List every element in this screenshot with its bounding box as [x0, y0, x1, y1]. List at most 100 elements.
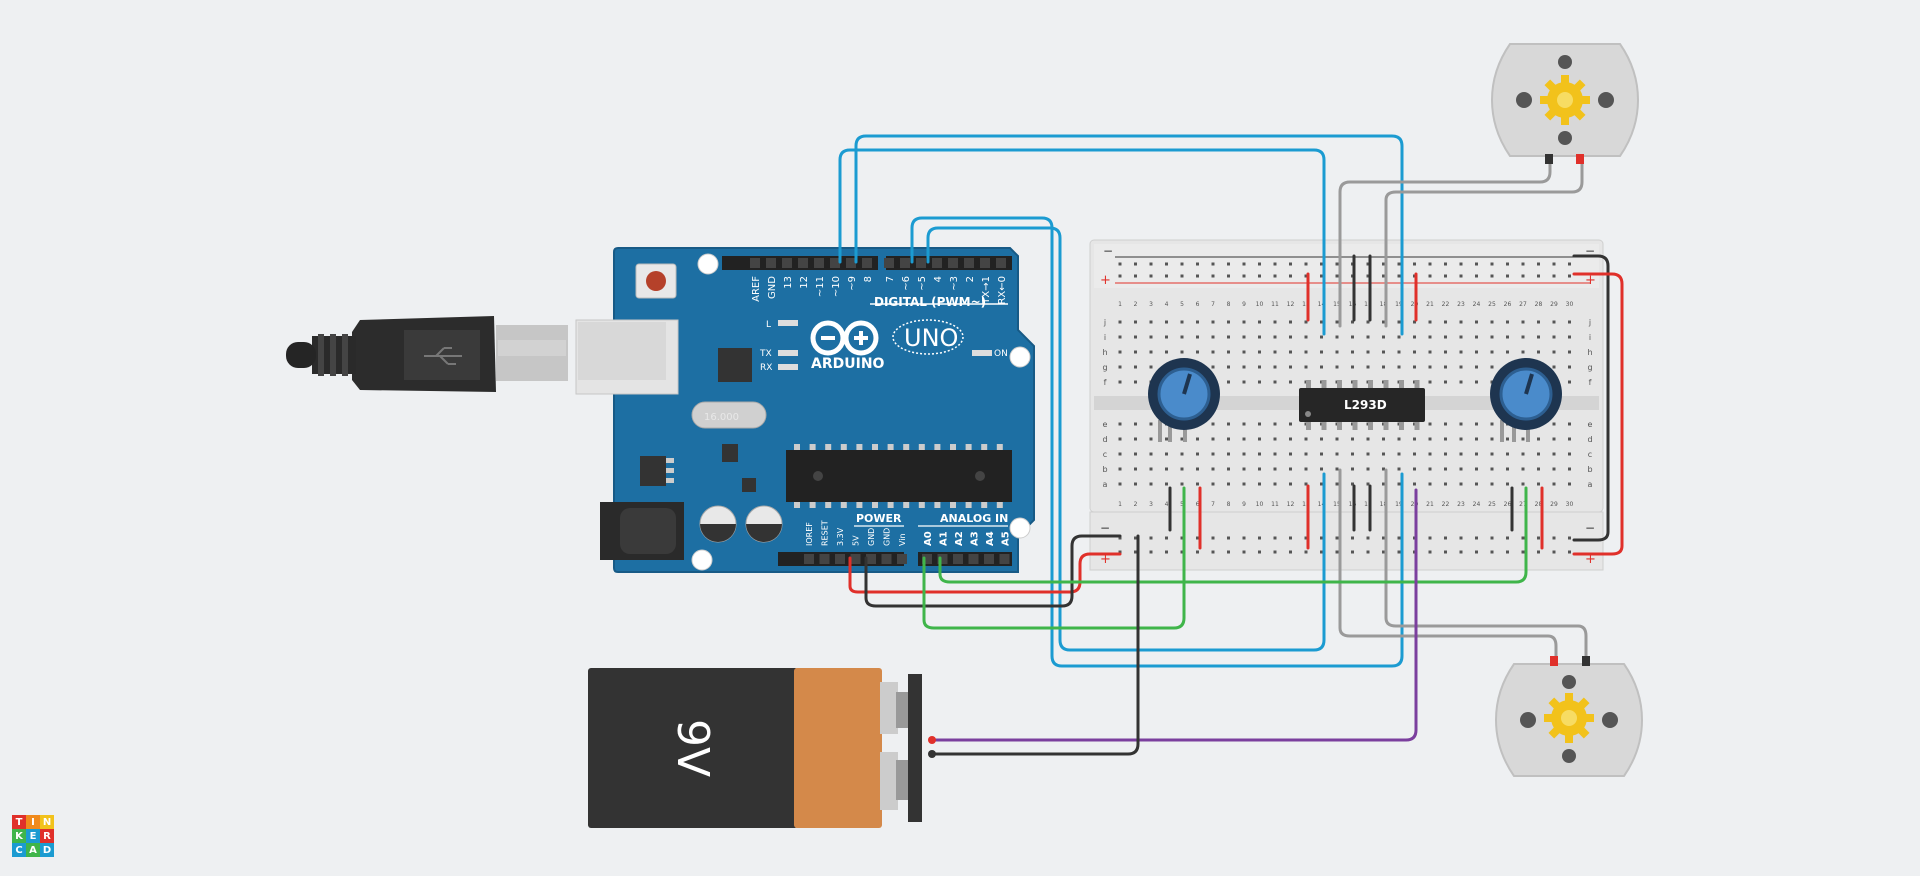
rail-hole[interactable] — [1165, 262, 1168, 266]
breadboard-hole[interactable] — [1506, 320, 1509, 324]
breadboard-hole[interactable] — [1366, 437, 1370, 441]
breadboard-hole[interactable] — [1428, 452, 1432, 456]
breadboard-hole[interactable] — [1134, 350, 1137, 354]
breadboard-hole[interactable] — [1320, 320, 1323, 324]
breadboard-hole[interactable] — [1211, 365, 1215, 369]
breadboard-hole[interactable] — [1134, 365, 1137, 369]
breadboard-hole[interactable] — [1382, 350, 1385, 354]
rail-hole[interactable] — [1165, 274, 1168, 278]
breadboard-hole[interactable] — [1242, 452, 1246, 456]
breadboard-hole[interactable] — [1304, 335, 1308, 339]
rail-hole[interactable] — [1552, 550, 1556, 554]
breadboard-hole[interactable] — [1521, 452, 1525, 456]
breadboard-hole[interactable] — [1165, 482, 1168, 486]
breadboard-hole[interactable] — [1227, 365, 1230, 369]
breadboard-hole[interactable] — [1304, 350, 1308, 354]
breadboard-hole[interactable] — [1289, 452, 1292, 456]
breadboard-hole[interactable] — [1289, 350, 1292, 354]
breadboard-hole[interactable] — [1475, 422, 1478, 426]
breadboard-hole[interactable] — [1289, 437, 1292, 441]
rail-hole[interactable] — [1490, 536, 1494, 540]
breadboard-hole[interactable] — [1196, 335, 1199, 339]
breadboard-hole[interactable] — [1490, 437, 1494, 441]
breadboard-hole[interactable] — [1428, 482, 1432, 486]
breadboard-hole[interactable] — [1180, 335, 1184, 339]
breadboard-hole[interactable] — [1118, 335, 1122, 339]
rail-hole[interactable] — [1382, 550, 1385, 554]
breadboard-hole[interactable] — [1475, 335, 1478, 339]
breadboard-hole[interactable] — [1118, 467, 1122, 471]
rail-hole[interactable] — [1304, 550, 1308, 554]
breadboard-hole[interactable] — [1428, 422, 1432, 426]
breadboard-hole[interactable] — [1335, 482, 1339, 486]
breadboard-hole[interactable] — [1475, 437, 1478, 441]
breadboard-hole[interactable] — [1459, 482, 1463, 486]
breadboard-hole[interactable] — [1568, 335, 1571, 339]
breadboard-hole[interactable] — [1118, 452, 1122, 456]
breadboard-hole[interactable] — [1149, 422, 1153, 426]
rail-hole[interactable] — [1304, 274, 1308, 278]
header-socket[interactable] — [884, 258, 894, 268]
breadboard-hole[interactable] — [1490, 422, 1494, 426]
breadboard-hole[interactable] — [1242, 437, 1246, 441]
breadboard-hole[interactable] — [1459, 437, 1463, 441]
header-socket[interactable] — [850, 554, 861, 564]
rail-hole[interactable] — [1537, 536, 1540, 540]
breadboard-hole[interactable] — [1242, 482, 1246, 486]
breadboard-hole[interactable] — [1444, 365, 1447, 369]
breadboard-hole[interactable] — [1444, 380, 1447, 384]
breadboard-hole[interactable] — [1258, 482, 1261, 486]
rail-hole[interactable] — [1134, 262, 1137, 266]
breadboard-hole[interactable] — [1444, 452, 1447, 456]
header-socket[interactable] — [916, 258, 926, 268]
rail-hole[interactable] — [1428, 536, 1432, 540]
breadboard-hole[interactable] — [1242, 350, 1246, 354]
potentiometer-left[interactable] — [1148, 358, 1220, 442]
rail-hole[interactable] — [1537, 274, 1540, 278]
rail-hole[interactable] — [1568, 536, 1571, 540]
header-socket[interactable] — [897, 554, 907, 564]
usb-cable[interactable] — [286, 316, 568, 392]
header-socket[interactable] — [814, 258, 824, 268]
breadboard-hole[interactable] — [1134, 452, 1137, 456]
breadboard-hole[interactable] — [1304, 482, 1308, 486]
breadboard-hole[interactable] — [1459, 365, 1463, 369]
rail-hole[interactable] — [1568, 550, 1571, 554]
wire-black-gnd[interactable] — [864, 534, 1122, 608]
breadboard-hole[interactable] — [1568, 482, 1571, 486]
rail-hole[interactable] — [1444, 536, 1447, 540]
breadboard-hole[interactable] — [1382, 335, 1385, 339]
rail-hole[interactable] — [1459, 550, 1463, 554]
rail-hole[interactable] — [1289, 550, 1292, 554]
breadboard-hole[interactable] — [1521, 437, 1525, 441]
rail-hole[interactable] — [1242, 536, 1246, 540]
rail-hole[interactable] — [1227, 262, 1230, 266]
rail-hole[interactable] — [1428, 262, 1432, 266]
rail-hole[interactable] — [1320, 262, 1323, 266]
rail-hole[interactable] — [1320, 274, 1323, 278]
breadboard-hole[interactable] — [1397, 452, 1401, 456]
breadboard-hole[interactable] — [1568, 422, 1571, 426]
breadboard-hole[interactable] — [1118, 365, 1122, 369]
breadboard-hole[interactable] — [1227, 452, 1230, 456]
breadboard-hole[interactable] — [1196, 320, 1199, 324]
breadboard-hole[interactable] — [1366, 335, 1370, 339]
breadboard-hole[interactable] — [1521, 482, 1525, 486]
breadboard-hole[interactable] — [1118, 320, 1122, 324]
header-socket[interactable] — [846, 258, 856, 268]
rail-hole[interactable] — [1149, 550, 1153, 554]
breadboard-hole[interactable] — [1552, 422, 1556, 426]
breadboard-hole[interactable] — [1320, 365, 1323, 369]
header-socket[interactable] — [862, 258, 872, 268]
breadboard-hole[interactable] — [1366, 482, 1370, 486]
wire-gray-motor2-b[interactable] — [1384, 468, 1588, 662]
header-socket[interactable] — [937, 554, 948, 564]
breadboard-hole[interactable] — [1335, 350, 1339, 354]
breadboard-hole[interactable] — [1490, 365, 1494, 369]
header-socket[interactable] — [819, 554, 830, 564]
breadboard-hole[interactable] — [1227, 380, 1230, 384]
rail-hole[interactable] — [1444, 274, 1447, 278]
breadboard-hole[interactable] — [1180, 467, 1184, 471]
breadboard-hole[interactable] — [1521, 335, 1525, 339]
rail-hole[interactable] — [1273, 536, 1277, 540]
